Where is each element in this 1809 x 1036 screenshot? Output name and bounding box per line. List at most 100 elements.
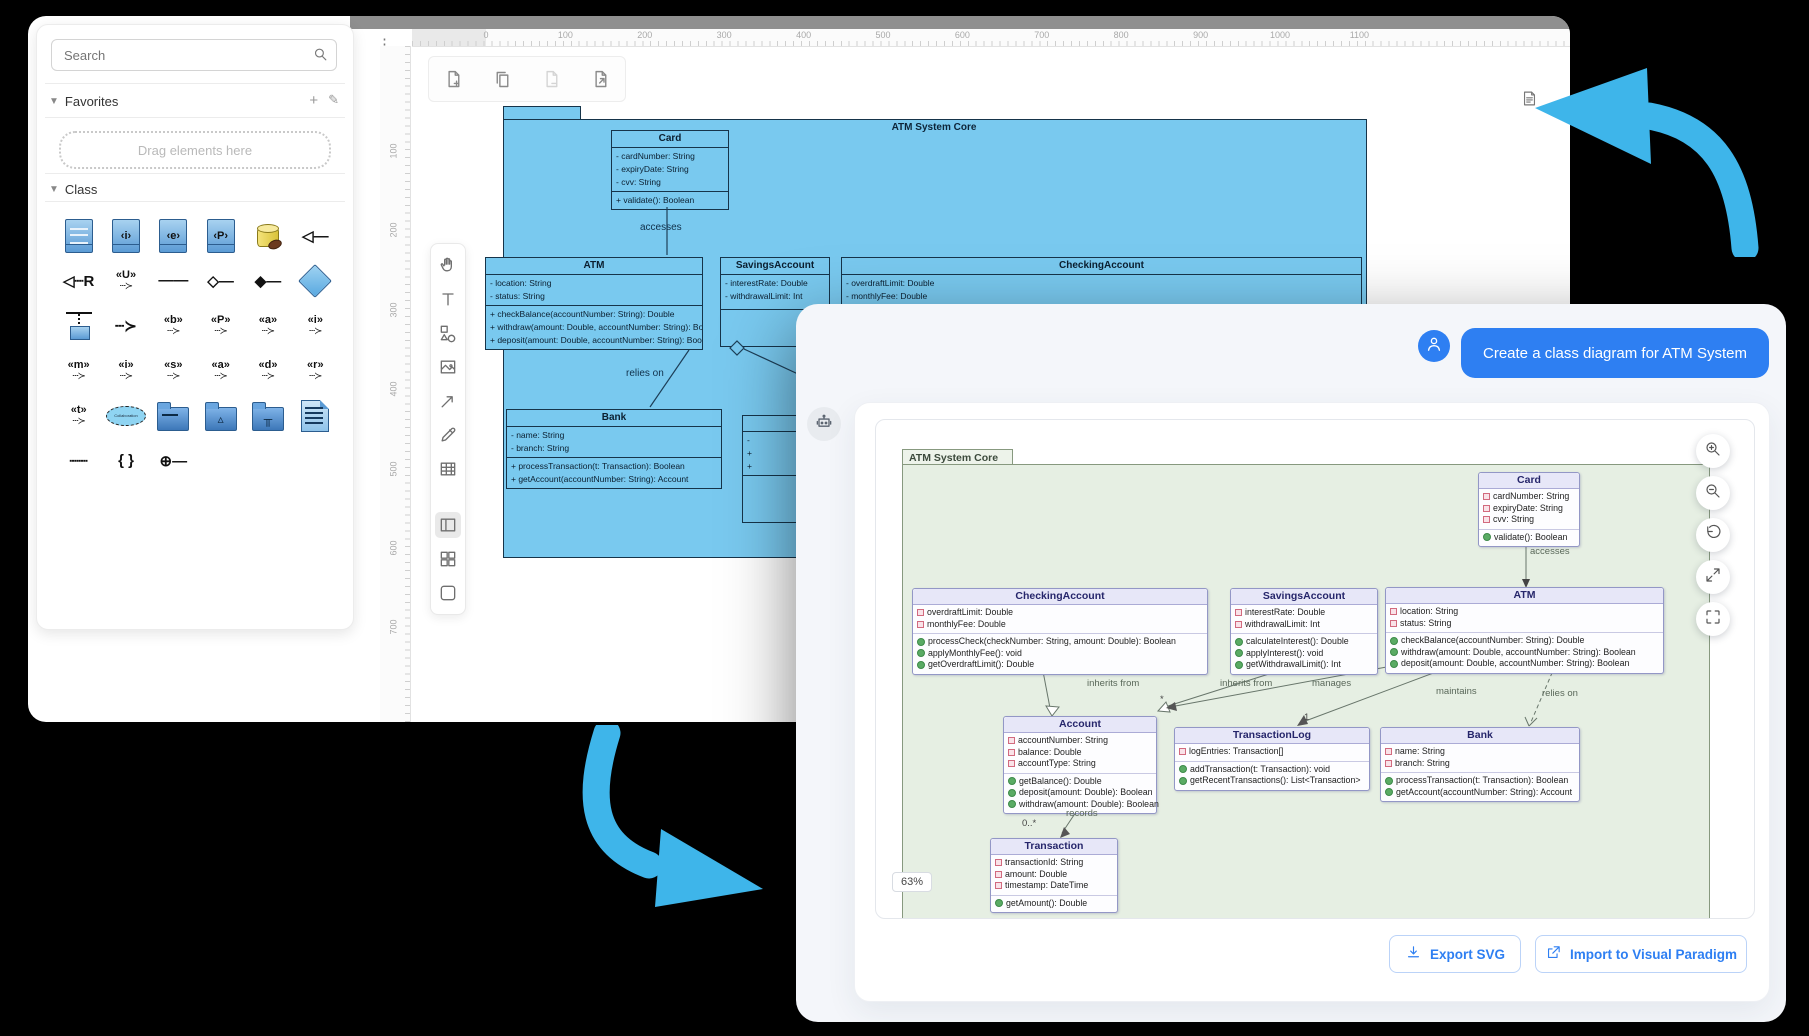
containment-circle-tool[interactable]: ⊕—	[152, 440, 194, 482]
operation-icon	[1385, 788, 1393, 797]
fit-page-button[interactable]	[588, 66, 614, 92]
stereotype-a-dependency-tool[interactable]: «a»┄≻	[247, 305, 289, 347]
export-svg-button[interactable]: Export SVG	[1389, 935, 1521, 973]
pencil-tool-button[interactable]	[435, 422, 461, 448]
canvas-class-bank[interactable]: Bank - name: String- branch: String + pr…	[506, 409, 722, 489]
association-tool[interactable]: ——	[152, 260, 194, 302]
member-row: withdrawalLimit: Int	[1231, 619, 1377, 631]
member-row: processCheck(checkNumber: String, amount…	[913, 636, 1207, 648]
search-input[interactable]	[62, 40, 306, 70]
operation-icon	[1235, 649, 1243, 658]
shape-tool-button[interactable]	[435, 580, 461, 606]
interface-shape-tool[interactable]: ‹i›	[105, 215, 147, 257]
dropzone-label: Drag elements here	[137, 142, 253, 158]
stereotype-i-dependency-tool[interactable]: «i»┄≻	[294, 305, 336, 347]
operation-icon	[1390, 659, 1398, 668]
page-notes-icon[interactable]	[1521, 90, 1538, 112]
member-row: - cvv: String	[616, 177, 661, 187]
import-to-visual-paradigm-button[interactable]: Import to Visual Paradigm	[1535, 935, 1747, 973]
widgets-tool-button[interactable]	[435, 546, 461, 572]
subsystem-shape-tool[interactable]: ╥	[247, 395, 289, 437]
add-favorite-icon[interactable]: +	[309, 92, 319, 109]
stereotype-t-dependency-tool[interactable]: «t»┄≻	[58, 395, 100, 437]
attribute-icon	[1385, 759, 1392, 767]
class-section-header[interactable]: ▼ Class	[49, 177, 341, 201]
attribute-icon	[1008, 748, 1015, 756]
dependency-icon: ┄≻	[115, 317, 137, 335]
stereotype-a2-dependency-tool[interactable]: «a»┄≻	[200, 350, 242, 392]
model-shape-tool[interactable]: ▵	[200, 395, 242, 437]
collaboration-tool[interactable]: Collaboration	[105, 395, 147, 437]
canvas-class-card[interactable]: Card - cardNumber: String- expiryDate: S…	[611, 130, 729, 210]
user-message-text: Create a class diagram for ATM System	[1483, 344, 1747, 362]
member-row: + validate(): Boolean	[616, 195, 695, 205]
operation-icon	[995, 899, 1003, 908]
composition-tool[interactable]: ◆—	[247, 260, 289, 302]
interface-shape-icon: ‹i›	[111, 218, 140, 253]
stereotype-p-dependency-tool[interactable]: «P»┄≻	[200, 305, 242, 347]
stereotype-m-dependency-tool[interactable]: «m»┄≻	[58, 350, 100, 392]
stereotype-r-dependency-tool[interactable]: «r»┄≻	[294, 350, 336, 392]
usage-dependency-tool[interactable]: «U»┄≻	[105, 260, 147, 302]
operation-icon	[1179, 765, 1187, 774]
member-row: accountNumber: String	[1004, 735, 1156, 747]
shapes-tool-button[interactable]	[435, 320, 461, 346]
divider	[45, 117, 345, 118]
zoom-out-button[interactable]	[1696, 476, 1730, 510]
connector-tool-button[interactable]	[435, 388, 461, 414]
class-title: Card	[612, 131, 728, 148]
enumeration-shape-tool[interactable]: ‹e›	[152, 215, 194, 257]
chevron-down-icon: ▼	[49, 183, 59, 195]
search-icon[interactable]	[312, 46, 329, 68]
class-shape-tool[interactable]	[58, 215, 100, 257]
expand-button[interactable]	[1696, 560, 1730, 594]
image-tool-button[interactable]	[435, 354, 461, 380]
zoom-in-button[interactable]	[1696, 434, 1730, 468]
stereotype-s-dependency-tool[interactable]: «s»┄≻	[152, 350, 194, 392]
panel-tool-button[interactable]	[435, 512, 461, 538]
nary-association-tool[interactable]	[294, 260, 336, 302]
attribute-icon	[995, 870, 1002, 878]
note-shape-tool[interactable]	[294, 395, 336, 437]
add-page-button[interactable]	[441, 66, 467, 92]
duplicate-page-button[interactable]	[490, 66, 516, 92]
package-shape-tool[interactable]	[152, 395, 194, 437]
edge-label-manages: manages	[1312, 678, 1352, 689]
edge-label-inherits-from-2: inherits from	[1220, 678, 1273, 689]
anchor-line-tool[interactable]: ┈┈	[58, 440, 100, 482]
stereotype-d-dependency-tool[interactable]: «d»┄≻	[247, 350, 289, 392]
shape-palette-panel: ▼ Favorites + ✎ Drag elements here ▼ Cla…	[36, 24, 354, 630]
constraint-tool[interactable]: { }	[105, 440, 147, 482]
primitive-shape-tool[interactable]: ‹P›	[200, 215, 242, 257]
text-tool-button[interactable]	[435, 286, 461, 312]
stereotype-i2-dependency-tool[interactable]: «i»┄≻	[105, 350, 147, 392]
search-input-wrap	[51, 39, 337, 71]
edge-label-relies-on: relies on	[626, 368, 664, 379]
stereotype-b-dependency-tool[interactable]: «b»┄≻	[152, 305, 194, 347]
containment-tool[interactable]	[58, 305, 100, 347]
h-ruler-label: 1100	[1349, 30, 1370, 40]
canvas-package-label: ATM System Core	[891, 122, 977, 133]
hand-tool-button[interactable]	[435, 252, 461, 278]
fit-screen-button[interactable]	[1696, 602, 1730, 636]
assistant-response-card: ATM System Core	[854, 402, 1770, 1002]
generalization-tool[interactable]: ◁—	[294, 215, 336, 257]
diagram-preview-viewport[interactable]: ATM System Core	[875, 419, 1755, 919]
attribute-icon	[1179, 748, 1186, 756]
member-row: branch: String	[1381, 758, 1579, 770]
containment-circle-icon: ⊕—	[159, 452, 188, 470]
reset-view-button[interactable]	[1696, 518, 1730, 552]
table-tool-button[interactable]	[435, 456, 461, 482]
edit-favorites-icon[interactable]: ✎	[328, 92, 339, 107]
edge-label-accesses: accesses	[1530, 546, 1570, 557]
canvas-class-atm[interactable]: ATM - location: String- status: String +…	[485, 257, 703, 350]
favorites-section-header[interactable]: ▼ Favorites + ✎	[49, 89, 341, 113]
operation-icon	[1179, 776, 1187, 785]
database-shape-tool[interactable]	[247, 215, 289, 257]
dependency-tool[interactable]: ┄≻	[105, 305, 147, 347]
realization-tool[interactable]: ◁┈R	[58, 260, 100, 302]
aggregation-tool[interactable]: ◇—	[200, 260, 242, 302]
favorites-dropzone[interactable]: Drag elements here	[59, 131, 331, 169]
